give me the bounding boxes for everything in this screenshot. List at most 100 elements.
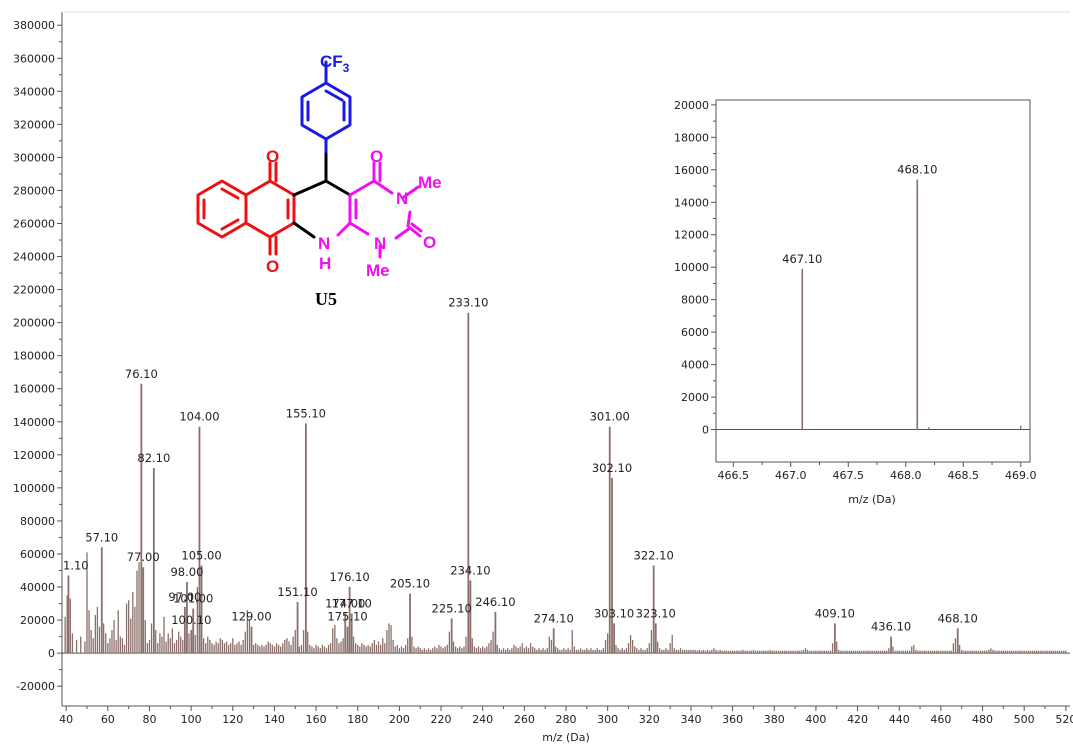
main-peak-label: 101.00 [173,592,213,606]
inset-y-tick-label: 6000 [681,326,709,339]
main-x-tick-label: 400 [805,713,826,726]
main-y-tick-label: 120000 [13,449,55,462]
bridge-bonds [292,152,352,239]
main-x-tick-label: 420 [847,713,868,726]
main-spectrum-peaks [64,312,1067,654]
inset-x-axis-label: m/z (Da) [848,493,896,506]
naphthoquinone-rings [196,161,296,256]
main-y-tick-label: 360000 [13,52,55,65]
inset-peak-labels: 467.10 468.10 [782,163,937,266]
main-y-tick-label: 20000 [20,614,55,627]
main-x-tick-label: 160 [306,713,327,726]
main-peak-label: 409.10 [815,606,855,620]
main-peak-label: 105.00 [181,549,221,563]
nitrogen-nh: N [318,234,330,253]
inset-y-tick-label: 10000 [674,261,709,274]
main-peak-label: 57.10 [85,530,118,544]
main-x-tick-label: 320 [639,713,660,726]
main-y-tick-label: -20000 [16,680,55,693]
molecule-structure: CF3 O O O O N N N H Me Me U5 [196,52,442,309]
hydrogen-nh: H [319,254,331,273]
nitrogen-top: N [396,189,408,208]
inset-x-tick-label: 468.5 [948,469,980,482]
main-y-tick-label: 260000 [13,218,55,231]
main-y-tick-label: 280000 [13,184,55,197]
main-x-tick-label: 340 [680,713,701,726]
main-x-tick-label: 380 [764,713,785,726]
main-x-tick-label: 60 [101,713,115,726]
nitrogen-bottom: N [374,234,386,253]
main-y-tick-label: 240000 [13,251,55,264]
main-peak-label: 77.00 [127,550,160,564]
compound-name: U5 [315,289,337,309]
main-peak-label: 436.10 [871,620,911,634]
main-x-tick-label: 280 [556,713,577,726]
main-peak-label: 177.10 [332,596,372,610]
main-x-tick-label: 220 [431,713,452,726]
inset-x-tick-label: 467.5 [833,469,865,482]
main-peak-label: 100.10 [171,613,211,627]
oxygen-top-right: O [370,147,383,166]
aryl-ring [300,60,352,156]
main-peak-label: 233.10 [448,296,488,310]
main-peak-label: 322.10 [634,549,674,563]
main-peak-label: 104.00 [179,410,219,424]
main-peak-label: 129.00 [231,610,271,624]
inset-spectrum-peaks [801,179,1022,430]
main-axes: -200000200004000060000800001000001200001… [13,11,1073,726]
main-x-tick-label: 80 [142,713,156,726]
main-y-tick-label: 380000 [13,19,55,32]
main-y-tick-label: 0 [48,647,55,660]
cf3-group: CF3 [320,52,350,75]
inset-y-tick-label: 0 [702,424,709,437]
inset-y-tick-label: 8000 [681,294,709,307]
main-peak-label: 468.10 [938,611,978,625]
main-y-tick-label: 100000 [13,482,55,495]
main-peak-label: 176.10 [329,570,369,584]
inset-peak-label: 468.10 [897,163,937,177]
main-peak-label: 98.00 [170,565,203,579]
inset-spectrum: 0200040006000800010000120001400016000180… [674,99,1037,506]
main-peak-label: 234.10 [450,563,490,577]
inset-x-tick-label: 469.0 [1005,469,1037,482]
main-x-tick-label: 140 [264,713,285,726]
inset-axes: 0200040006000800010000120001400016000180… [674,99,1037,482]
main-peak-label: 301.00 [590,410,630,424]
methyl-top: Me [418,173,442,192]
main-peak-label: 82.10 [137,451,170,465]
main-peak-label: 302.10 [592,461,632,475]
main-peak-label: 323.10 [636,606,676,620]
main-y-tick-label: 60000 [20,548,55,561]
main-peak-label: 303.10 [594,606,634,620]
main-y-tick-label: 220000 [13,284,55,297]
main-x-tick-label: 40 [59,713,73,726]
oxygen-right: O [423,233,436,252]
inset-x-tick-label: 468.0 [890,469,922,482]
main-y-tick-label: 340000 [13,85,55,98]
main-x-tick-label: 240 [472,713,493,726]
main-x-tick-label: 260 [514,713,535,726]
main-y-tick-label: 140000 [13,416,55,429]
main-peak-label: 151.10 [277,585,317,599]
main-x-tick-label: 200 [389,713,410,726]
inset-y-tick-label: 2000 [681,391,709,404]
inset-peak-label: 467.10 [782,252,822,266]
inset-x-tick-label: 466.5 [718,469,750,482]
main-x-tick-label: 100 [181,713,202,726]
main-y-tick-label: 80000 [20,515,55,528]
main-peak-label: 225.10 [432,601,472,615]
main-peak-label: 174.00 [325,596,365,610]
main-x-tick-label: 460 [930,713,951,726]
main-y-tick-label: 200000 [13,317,55,330]
main-x-axis-label: m/z (Da) [542,731,590,744]
main-y-tick-label: 40000 [20,581,55,594]
main-peak-label: 175.10 [327,610,367,624]
main-x-tick-label: 120 [222,713,243,726]
main-x-tick-label: 300 [597,713,618,726]
inset-frame [715,99,1031,463]
methyl-bottom: Me [366,261,390,280]
main-x-tick-label: 440 [889,713,910,726]
main-y-tick-label: 300000 [13,151,55,164]
main-x-tick-label: 520 [1055,713,1073,726]
